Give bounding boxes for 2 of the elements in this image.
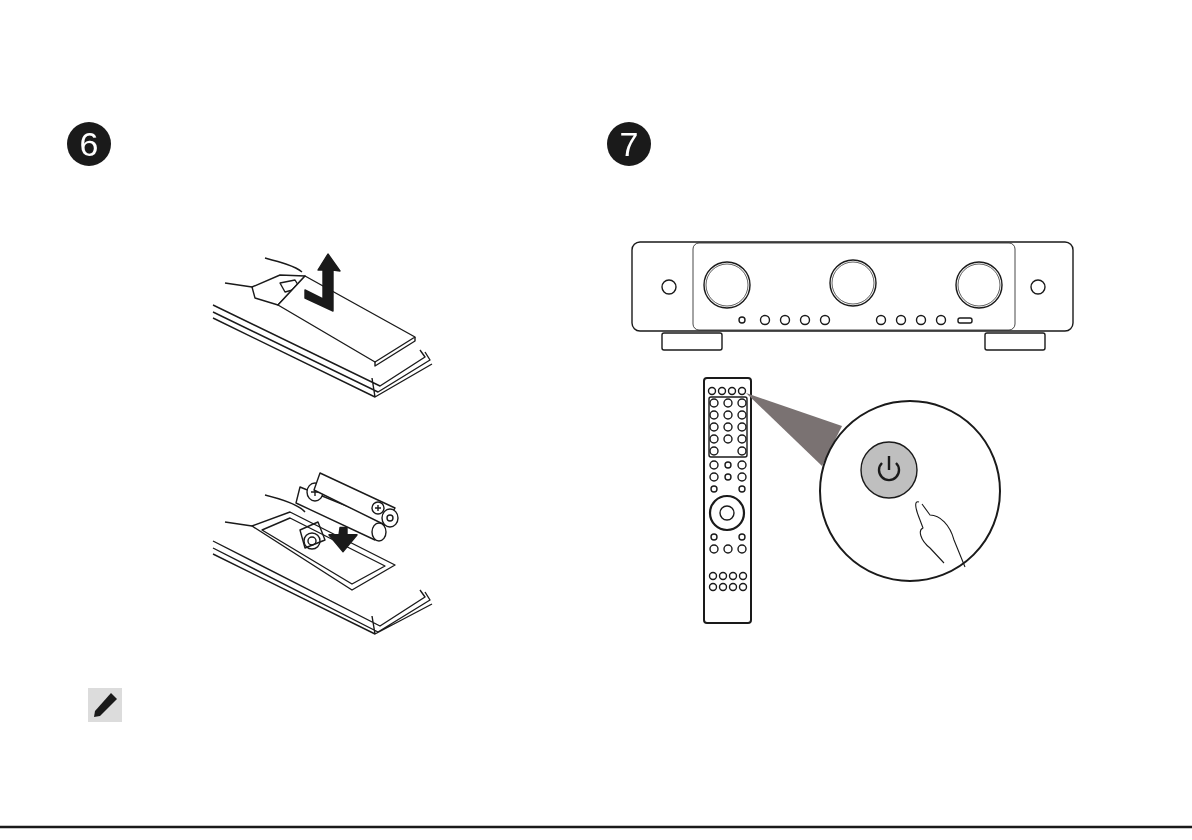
step-number: 7	[607, 122, 651, 166]
step-number: 6	[67, 122, 111, 166]
